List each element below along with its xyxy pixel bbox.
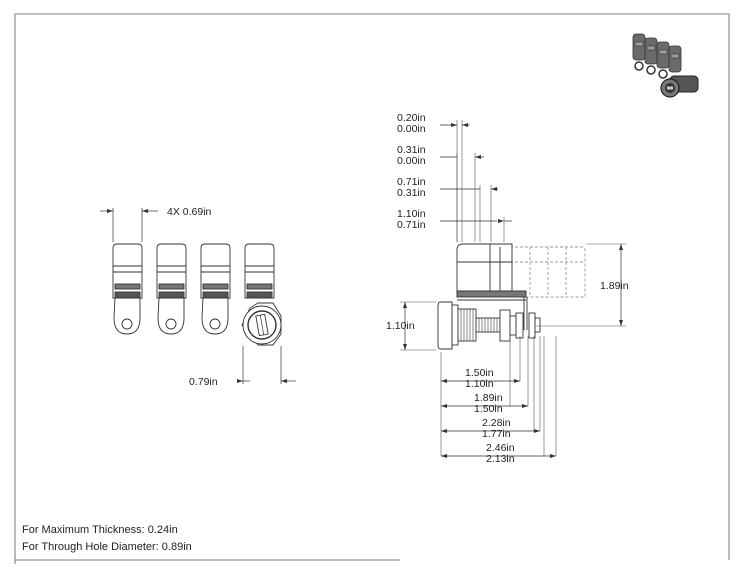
- dim-len3-max: 2.28in: [482, 417, 511, 429]
- dim-b-max: 0.31in: [397, 144, 426, 156]
- side-extension-lines: [400, 120, 626, 456]
- front-spacing-label: 4X 0.69in: [167, 206, 212, 218]
- dim-c-max: 0.71in: [397, 176, 426, 188]
- side-view: [437, 243, 586, 350]
- isometric-thumbnail: [632, 33, 699, 98]
- lock-face: [241, 302, 282, 346]
- side-dim-labels: 0.20in 0.00in 0.31in 0.00in 0.71in 0.31i…: [386, 112, 629, 465]
- dim-c-min: 0.31in: [397, 187, 426, 199]
- dim-len4-min: 2.13in: [486, 453, 515, 465]
- cam-1: [112, 243, 143, 335]
- dim-a-max: 0.20in: [397, 112, 426, 124]
- dim-height-body: 1.10in: [386, 320, 415, 332]
- dim-d-min: 0.71in: [397, 219, 426, 231]
- side-dim-arrows: [403, 123, 623, 458]
- cam-2: [156, 243, 187, 335]
- cam-phantom: [510, 246, 586, 298]
- dim-len2-min: 1.50in: [474, 403, 503, 415]
- dim-len3-min: 1.77in: [482, 428, 511, 440]
- nut-3: [528, 312, 536, 339]
- dim-len4-max: 2.46in: [486, 442, 515, 454]
- nut-2: [515, 312, 524, 339]
- lock-flange: [437, 301, 453, 350]
- side-dim-lines: [404, 124, 622, 457]
- front-view: [112, 243, 282, 346]
- hex-nut: [499, 309, 511, 342]
- front-dim-arrows: [107, 209, 287, 383]
- sheet-border: [14, 13, 730, 564]
- dim-len2-max: 1.89in: [474, 392, 503, 404]
- dim-d-max: 1.10in: [397, 208, 426, 220]
- front-width-label: 0.79in: [189, 376, 218, 388]
- cam-3: [200, 243, 231, 335]
- dim-len1-max: 1.50in: [465, 367, 494, 379]
- dim-len1-min: 1.10in: [465, 378, 494, 390]
- cam-4: [244, 243, 275, 299]
- note-thickness: For Maximum Thickness: 0.24in: [22, 524, 178, 536]
- housing: [456, 243, 513, 292]
- note-hole-diameter: For Through Hole Diameter: 0.89in: [22, 541, 192, 553]
- dim-a-min: 0.00in: [397, 123, 426, 135]
- dim-height-total: 1.89in: [600, 280, 629, 292]
- dim-b-min: 0.00in: [397, 155, 426, 167]
